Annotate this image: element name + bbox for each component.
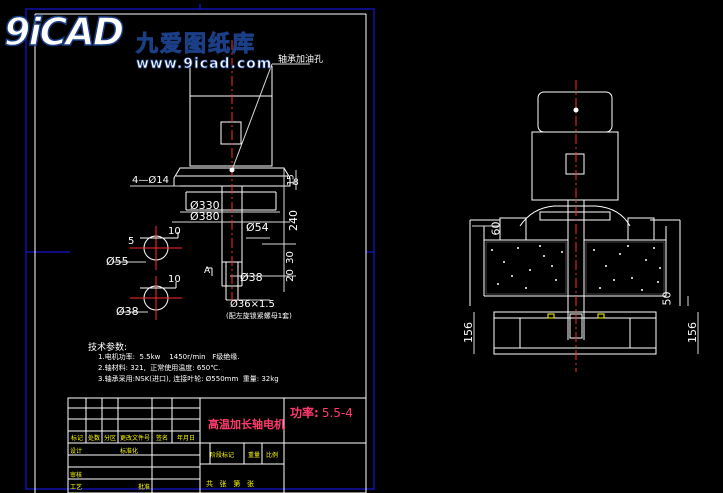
stage-scale: 比例 bbox=[266, 452, 279, 459]
rev-col-1: 处数 bbox=[87, 435, 100, 442]
d36-label: Ø36×1.5 bbox=[230, 299, 275, 310]
n10b-label: 10 bbox=[168, 274, 181, 285]
sheet-count: 共 张 第 张 bbox=[206, 480, 255, 488]
label-standard: 标准化 bbox=[120, 448, 139, 455]
r156b-label: 156 bbox=[686, 322, 699, 343]
label-process: 工艺 bbox=[70, 484, 83, 491]
tech-heading: 技术参数: bbox=[88, 343, 128, 353]
oil-hole-label: 轴承加油孔 bbox=[278, 55, 324, 65]
d380-label: Ø380 bbox=[190, 210, 220, 223]
right-dot bbox=[573, 107, 579, 113]
tech-line-3: 3.轴承采用:NSK(进口), 连接叶轮: Ø550mm 重量: 32kg bbox=[98, 375, 279, 383]
rev-col-3: 更改文件号 bbox=[119, 435, 150, 442]
logo-glyph: 9iCAD bbox=[3, 9, 125, 55]
section-views bbox=[112, 226, 182, 320]
label-design: 设计 bbox=[70, 448, 83, 455]
stage-mark: 阶段标记 bbox=[210, 452, 235, 459]
d38-label: Ø38 bbox=[240, 271, 263, 284]
watermark-logo: 9iCAD bbox=[3, 8, 132, 70]
section-mark: A bbox=[204, 266, 211, 276]
watermark-url: www.9icad.com bbox=[136, 56, 273, 73]
h240-label: 240 bbox=[287, 210, 300, 231]
tech-line-1: 1.电机功率: 5.5kw 1450r/min F级绝缘. bbox=[98, 353, 240, 361]
rev-col-0: 标记 bbox=[70, 435, 83, 442]
d55-label: Ø55 bbox=[106, 255, 129, 268]
n5-label: 5 bbox=[128, 236, 135, 247]
left-motor-view bbox=[130, 63, 310, 301]
r60-label: 60 bbox=[489, 221, 503, 236]
title-block bbox=[67, 397, 367, 493]
model-prefix: 功率: bbox=[290, 406, 319, 420]
drawing-title: 高温加长轴电机 bbox=[208, 418, 285, 431]
model-label: 功率:5.5-4 bbox=[290, 404, 353, 421]
nut-note: (配左旋锁紧螺母1套) bbox=[226, 312, 292, 320]
insulation-fill bbox=[485, 241, 665, 295]
stage-weight: 重量 bbox=[248, 452, 261, 459]
d330-label: Ø330 bbox=[190, 199, 220, 212]
r156a-label: 156 bbox=[462, 322, 475, 343]
rev-col-2: 分区 bbox=[103, 435, 116, 442]
r50-label: 50 bbox=[660, 291, 674, 306]
label-review: 审核 bbox=[70, 472, 83, 479]
d38b-label: Ø38 bbox=[116, 305, 139, 318]
n10a-label: 10 bbox=[168, 226, 181, 237]
right-motor-view bbox=[469, 91, 699, 355]
shaft-dot bbox=[229, 167, 235, 173]
model-value: 5.5-4 bbox=[321, 406, 353, 420]
tech-line-2: 2.轴材料: 321, 正常使用温度: 650℃. bbox=[98, 364, 221, 372]
d54-label: Ø54 bbox=[246, 221, 269, 234]
rev-header-row: 标记 处数 分区 更改文件号 签名 年月日 bbox=[68, 433, 200, 443]
label-approve: 批准 bbox=[138, 484, 151, 491]
holes-label: 4—Ø14 bbox=[132, 175, 169, 186]
rev-col-5: 年月日 bbox=[176, 435, 195, 442]
bearing-marks bbox=[547, 313, 605, 319]
h8-label: 8 bbox=[293, 178, 299, 188]
h20-label: 20 bbox=[284, 269, 296, 282]
watermark-site-name: 九爱图纸库 bbox=[135, 32, 257, 58]
rev-col-4: 签名 bbox=[155, 435, 168, 442]
h30-label: 30 bbox=[284, 251, 296, 264]
